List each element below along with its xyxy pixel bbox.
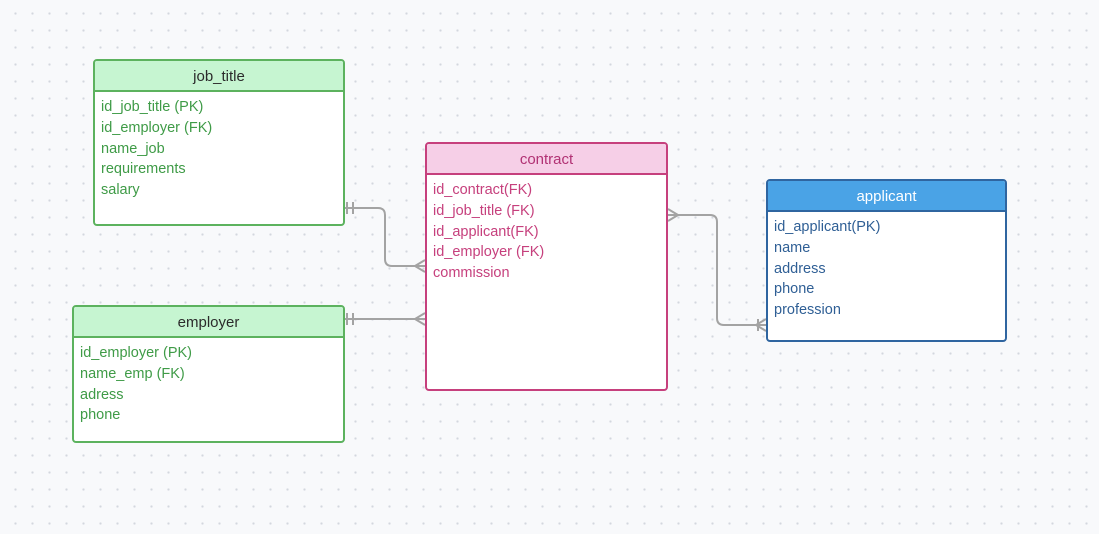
entity-fields: id_applicant(PK) name address phone prof… <box>768 212 1005 321</box>
entity-header: contract <box>427 144 666 175</box>
field-id-employer: id_employer (PK) <box>80 345 193 361</box>
field-adress: adress <box>80 386 124 403</box>
field-id-applicant: id_applicant(PK) <box>774 219 881 235</box>
entity-header: applicant <box>768 181 1005 212</box>
relationship-contract-applicant[interactable] <box>667 208 767 332</box>
field-profession: profession <box>774 302 841 319</box>
entity-fields: id_contract(FK) id_job_title (FK) id_app… <box>427 175 666 284</box>
field-address: address <box>774 260 826 277</box>
field-id-job-title: id_job_title (PK) <box>101 99 204 115</box>
field-id-employer: id_employer (FK) <box>101 119 213 136</box>
field-requirements: requirements <box>101 161 186 178</box>
entity-header: employer <box>74 307 343 338</box>
entity-header: job_title <box>95 61 343 92</box>
field-phone: phone <box>774 281 815 298</box>
field-name-emp: name_emp (FK) <box>80 365 185 382</box>
field-name-job: name_job <box>101 140 165 157</box>
entity-fields: id_employer (PK) name_emp (FK) adress ph… <box>74 338 343 426</box>
entity-contract[interactable]: contract id_contract(FK) id_job_title (F… <box>425 142 668 391</box>
entity-employer[interactable]: employer id_employer (PK) name_emp (FK) … <box>72 305 345 443</box>
field-id-applicant: id_applicant(FK) <box>433 223 539 240</box>
field-id-employer: id_employer (FK) <box>433 244 545 261</box>
field-phone: phone <box>80 407 121 424</box>
field-commission: commission <box>433 265 510 282</box>
entity-applicant[interactable]: applicant id_applicant(PK) name address … <box>766 179 1007 342</box>
entity-job-title[interactable]: job_title id_job_title (PK) id_employer … <box>93 59 345 226</box>
field-id-job-title: id_job_title (FK) <box>433 202 535 219</box>
entity-fields: id_job_title (PK) id_employer (FK) name_… <box>95 92 343 201</box>
relationship-job-title-contract[interactable] <box>345 202 426 273</box>
field-salary: salary <box>101 182 140 199</box>
field-id-contract: id_contract(FK) <box>433 182 533 198</box>
field-name: name <box>774 239 811 256</box>
relationship-employer-contract[interactable] <box>345 312 426 326</box>
